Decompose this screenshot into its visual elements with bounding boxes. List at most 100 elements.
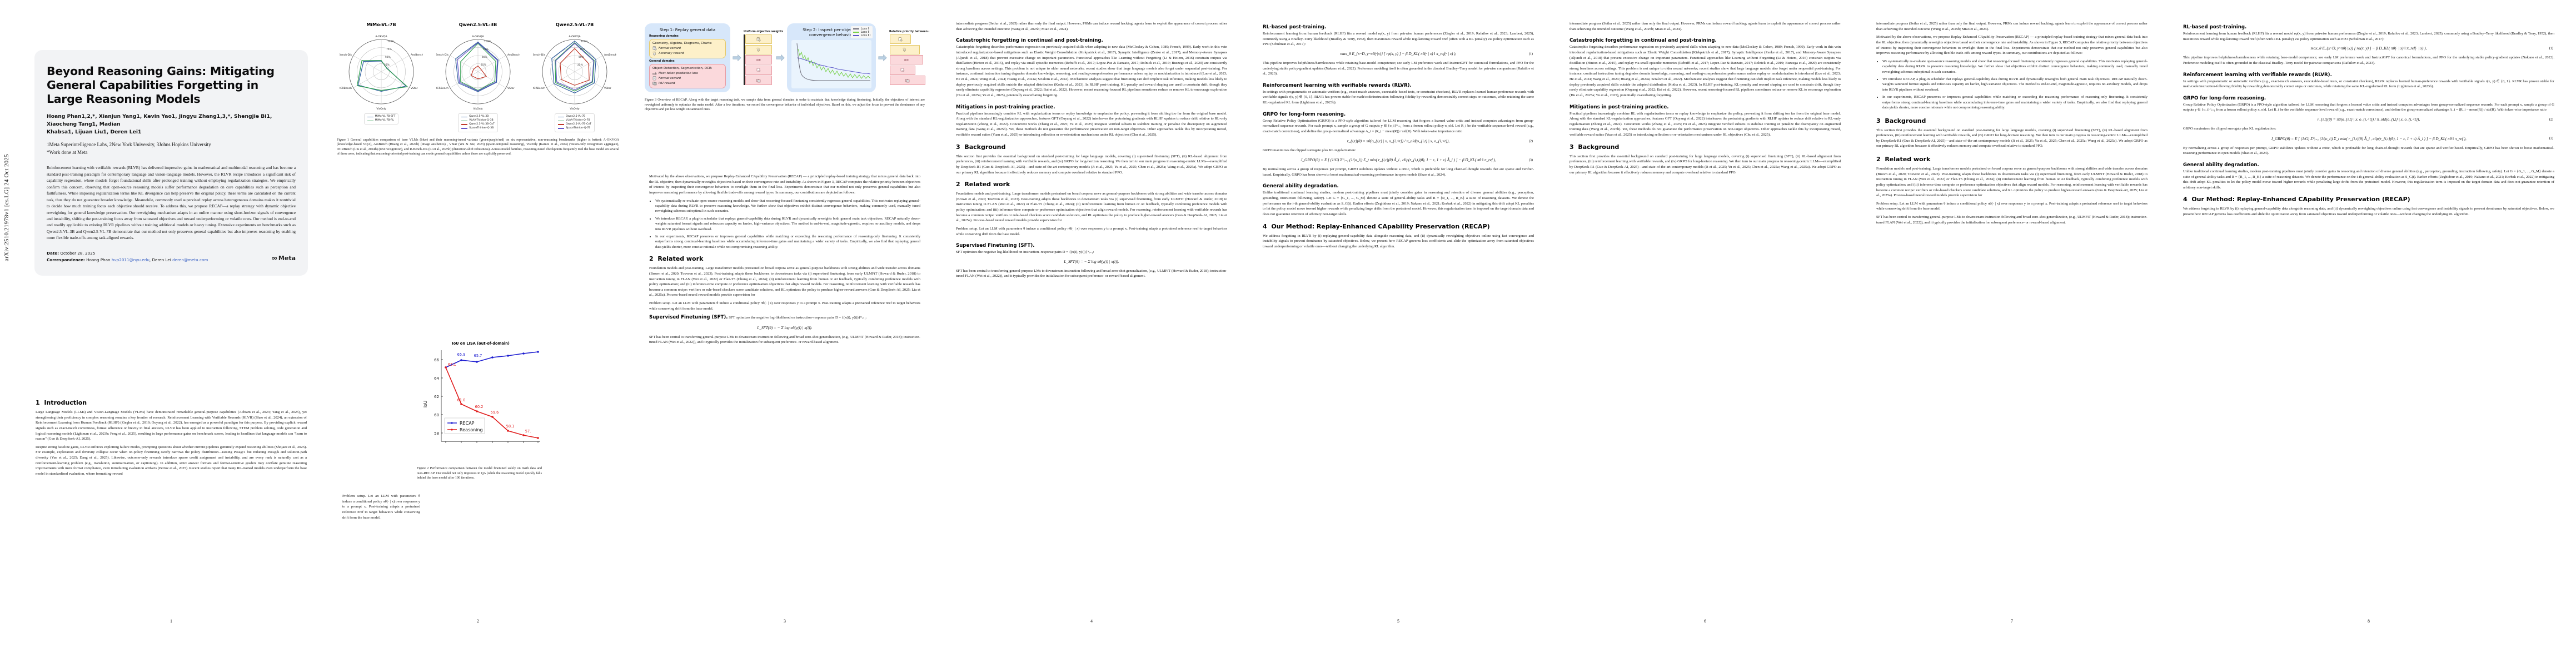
relative-weights-title: Relative priority between objectives [889,31,929,34]
general-item: Next-token prediction loss [652,71,723,76]
list-item: In our experiments, RECAP preserves or i… [655,234,920,250]
paper-meta: Date: October 28, 2025 Correspondence: H… [47,250,296,263]
svg-text:65.9: 65.9 [457,352,466,357]
correspondence-mid: , Deren Lei [149,257,171,263]
step-2-title: Step 2: Inspect per-objective convergenc… [803,27,860,38]
weight-row [745,34,772,44]
object-detection-icon [756,58,761,61]
section-heading-background-b: 3 Background [1569,143,1620,151]
document-check-icon [898,37,903,42]
page2-para-tail: Problem setup. Let an LLM with parameter… [342,494,420,520]
loss-plot-svg [796,43,871,81]
related-text-c: Foundation models and post-training. Lar… [1876,167,2148,198]
author-line-1: Hoang Phan1,2,*, Xianjun Yang1, Kevin Ya… [47,113,272,127]
legend-item: Loss III [853,34,870,37]
page3-body: Motivated by the above observations, we … [649,171,920,348]
svg-text:OCRBench: OCRBench [340,87,352,90]
page3-para-1: Motivated by the above observations, we … [649,175,920,195]
page6-body: intermediate progress (Setlur et al., 20… [1569,21,1841,178]
page-title: Beyond Reasoning Gains: Mitigating Gener… [47,64,275,106]
author-line-2: Khabsa1, Lijuan Liu1, Deren Lei1 [47,128,142,135]
page7-para-1: Motivated by the above observations, we … [1876,35,2148,56]
formula-check-icon: x²+y [757,48,760,52]
svg-text:59.6: 59.6 [491,410,499,415]
radar-title-2: Qwen2.5-VL-3B [459,22,497,27]
related-para-2b: Problem setup. Let an LLM with parameter… [956,226,1227,236]
date-value: October 28, 2025 [60,250,96,256]
author-list: Hoang Phan1,2,*, Xianjun Yang1, Kevin Ya… [47,113,296,136]
arrow-right-icon-3 [878,54,887,62]
page-number-3: 3 [784,619,786,624]
svg-text:x²+y: x²+y [653,51,656,53]
step-1-box: Step 1: Replay general data Reasoning do… [645,23,730,93]
grpo-equation: J_GRPO(θ) = E [ (1/G) Σᴳᵢ₌₁ (1/|o_i|) Σ_… [1301,158,1496,163]
svg-text:AesBench: AesBench [411,53,423,57]
section-heading-method: 4 Our Method: Replay-Enhanced CApability… [1263,222,1490,230]
svg-text:65.7: 65.7 [474,354,482,358]
legend-item: SpaceThinker-Q-3B [461,127,495,131]
correspondence-email-2[interactable]: deren@meta.com [172,257,208,263]
background-text-c: This section first provides the essentia… [1876,128,2148,148]
weight-row [745,76,772,86]
svg-text:25%: 25% [577,63,583,67]
step-2-box: Step 2: Inspect per-objective convergenc… [787,23,876,93]
page-1: Beyond Reasoning Gains: Mitigating Gener… [27,10,316,633]
rl-post-training-text-2: This pipeline improves helpfulness/harml… [1263,61,1534,76]
svg-text:VisOnly: VisOnly [473,107,483,111]
sft-label: Supervised Finetuning (SFT). [649,315,728,321]
object-detection-icon [904,58,909,61]
radar-svg-1: A-OKVQA AesBench VStar VisOnly OCRBench … [340,35,423,111]
svg-text:50%: 50% [482,56,487,59]
general-domains-head: Object Detection, Segmentation, OCR: [652,67,712,71]
list-item: We systematically re-evaluate open-sourc… [1882,59,2148,74]
figure-1-caption: Figure 1 General capabilities comparison… [337,138,619,156]
section-heading-related: 2 Related work [649,255,704,263]
svg-text:OCRBench: OCRBench [533,87,545,90]
svg-text:100%: 100% [387,40,395,43]
meta-logo: ∞ Meta [271,254,296,262]
svg-text:VisOnly: VisOnly [376,107,386,111]
weight-row [890,34,911,44]
reasoning-item: Format reward [652,46,723,51]
svg-text:66: 66 [434,358,439,362]
rlvr-text: In settings with programmatic or automat… [1263,89,1534,104]
rlvr-heading-b: Reinforcement learning with verifiable r… [2183,72,2332,78]
weight-row: x²+y [890,44,920,54]
catastrophic-forgetting-heading: Catastrophic forgetting in continual and… [956,38,1103,44]
method-text-b: We address forgetting in RLVR by (i) rep… [2183,207,2554,216]
svg-text:R-Bench-Dis: R-Bench-Dis [340,53,352,57]
weight-row [890,65,915,75]
affiliations: 1Meta Superintelligence Labs, 2New York … [47,141,296,157]
weight-row [890,76,925,86]
svg-text:25%: 25% [384,63,390,67]
svg-text:A-OKVQA: A-OKVQA [569,35,581,38]
svg-text:100%: 100% [484,40,491,43]
mitigations-text: Practical pipelines increasingly combine… [956,111,1227,137]
uniform-weights-title: Uniform objective weights [744,31,784,34]
contribution-list: We systematically re-evaluate open-sourc… [649,198,920,250]
figure-3: Step 1: Replay general data Reasoning do… [645,23,929,112]
grpo-heading: GRPO for long-form reasoning. [1263,111,1346,117]
figure-2-legend: RECAP Reasoning [444,417,485,434]
document-check-icon [652,46,657,51]
rl-text-b: Reinforcement learning from human feedba… [2183,32,2554,41]
legend-item: Qwen2.5-VL-7B [558,115,591,119]
ppo-equation: max_θ E_{x~D, y~πθ(·|x)} [ rφ(x, y) ] − … [1340,51,1457,56]
page-8: RL-based post-training. Reinforcement le… [2174,10,2563,633]
svg-text:100%: 100% [581,40,588,43]
svg-text:VStar: VStar [604,87,611,90]
list-item: In our experiments, RECAP preserves or i… [1882,94,2148,110]
background-text-b: This section first provides the essentia… [1569,154,1841,175]
svg-text:50%: 50% [385,56,391,59]
arrow-right-icon-2 [776,54,785,62]
svg-text:57.: 57. [525,429,531,434]
rl-text-b2: This pipeline improves helpfulness/harml… [2183,56,2554,65]
grpo-text-b: Group Relative Policy Optimization (GRPO… [2183,102,2554,112]
arrow-right-icon-1 [733,54,741,62]
reasoning-domains-head: Geometry, Algebra, Diagrams, Charts: [652,42,712,45]
correspondence-email-1[interactable]: hvp2011@nyu.edu [111,257,150,263]
iou-overlap-icon [756,78,761,82]
grpo-text-b2: GRPO maximizes the clipped surrogate plu… [2183,127,2276,131]
svg-text:61.0: 61.0 [457,398,466,402]
